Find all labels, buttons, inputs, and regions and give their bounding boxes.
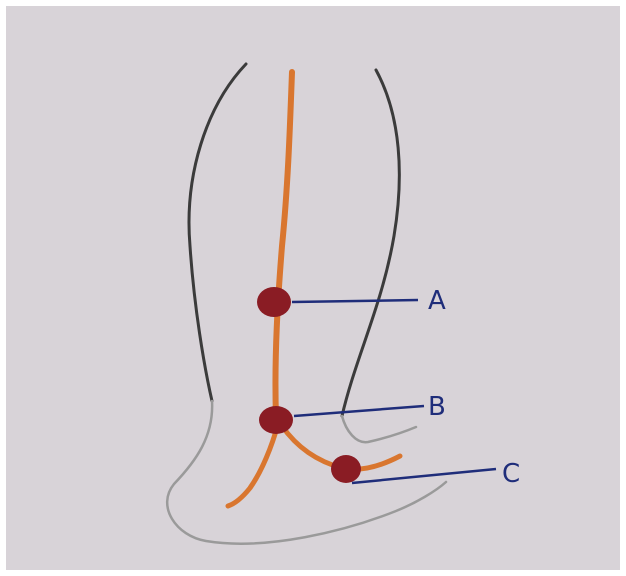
vessel-branch-posterior (228, 424, 278, 506)
leader-line-b (294, 406, 424, 416)
leader-line-a (292, 300, 418, 302)
label-a: A (428, 286, 446, 316)
marker-c (331, 455, 361, 483)
marker-b (259, 406, 293, 434)
leg-outline-front (342, 70, 399, 416)
leg-outline-back (189, 64, 246, 401)
label-c: C (502, 459, 520, 489)
marker-a (257, 287, 291, 317)
ankle-outline (342, 416, 416, 442)
foot-outline (167, 401, 446, 544)
leader-line-c (352, 469, 496, 483)
diagram-canvas: A B C (6, 6, 620, 570)
leg-diagram: A B C (6, 6, 620, 570)
label-b: B (428, 392, 446, 422)
main-vessel (275, 72, 292, 418)
